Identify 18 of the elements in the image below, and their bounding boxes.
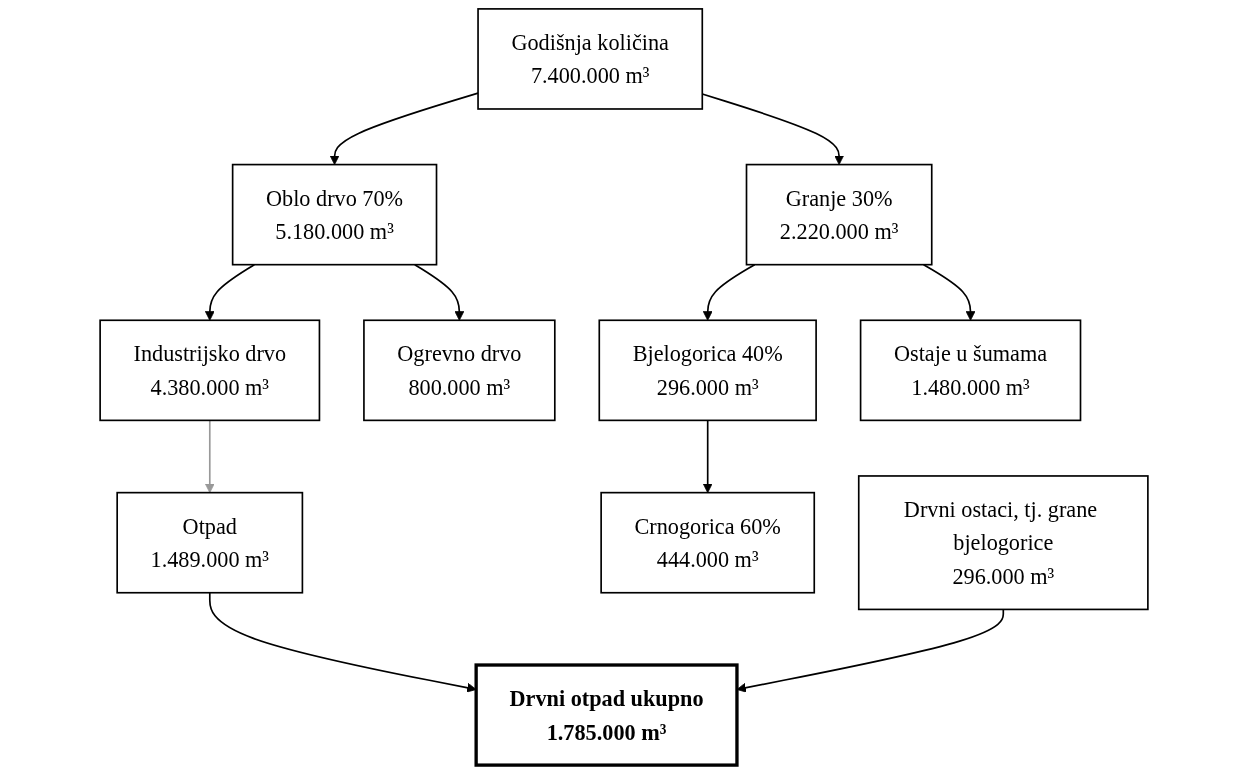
node-box: Ogrevno drvo 800.000 m³ <box>363 319 556 422</box>
node-box: Bjelogorica 40% 296.000 m³ <box>598 319 817 422</box>
arrow <box>702 419 713 494</box>
arrow <box>922 263 976 321</box>
node-box: Ostaje u šumama 1.480.000 m³ <box>859 319 1082 422</box>
arrow <box>204 419 215 494</box>
node-box: Otpad 1.489.000 m³ <box>116 491 304 594</box>
node-box: Godišnja količina 7.400.000 m³ <box>477 8 704 110</box>
arrow <box>204 263 256 321</box>
node-box: Drvni ostaci, tj. grane bjelogorice 296.000 m³ <box>857 475 1149 611</box>
node-box: Drvni otpad ukupno 1.785.000 m³ <box>474 663 739 767</box>
node-box: Industrijsko drvo 4.380.000 m³ <box>99 319 321 422</box>
arrow <box>702 263 756 321</box>
node-box: Crnogorica 60% 444.000 m³ <box>600 491 816 594</box>
node-box: Granje 30% 2.220.000 m³ <box>745 163 933 266</box>
arrow <box>329 92 479 166</box>
arrow <box>413 263 465 321</box>
node-box: Oblo drvo 70% 5.180.000 m³ <box>231 163 438 266</box>
